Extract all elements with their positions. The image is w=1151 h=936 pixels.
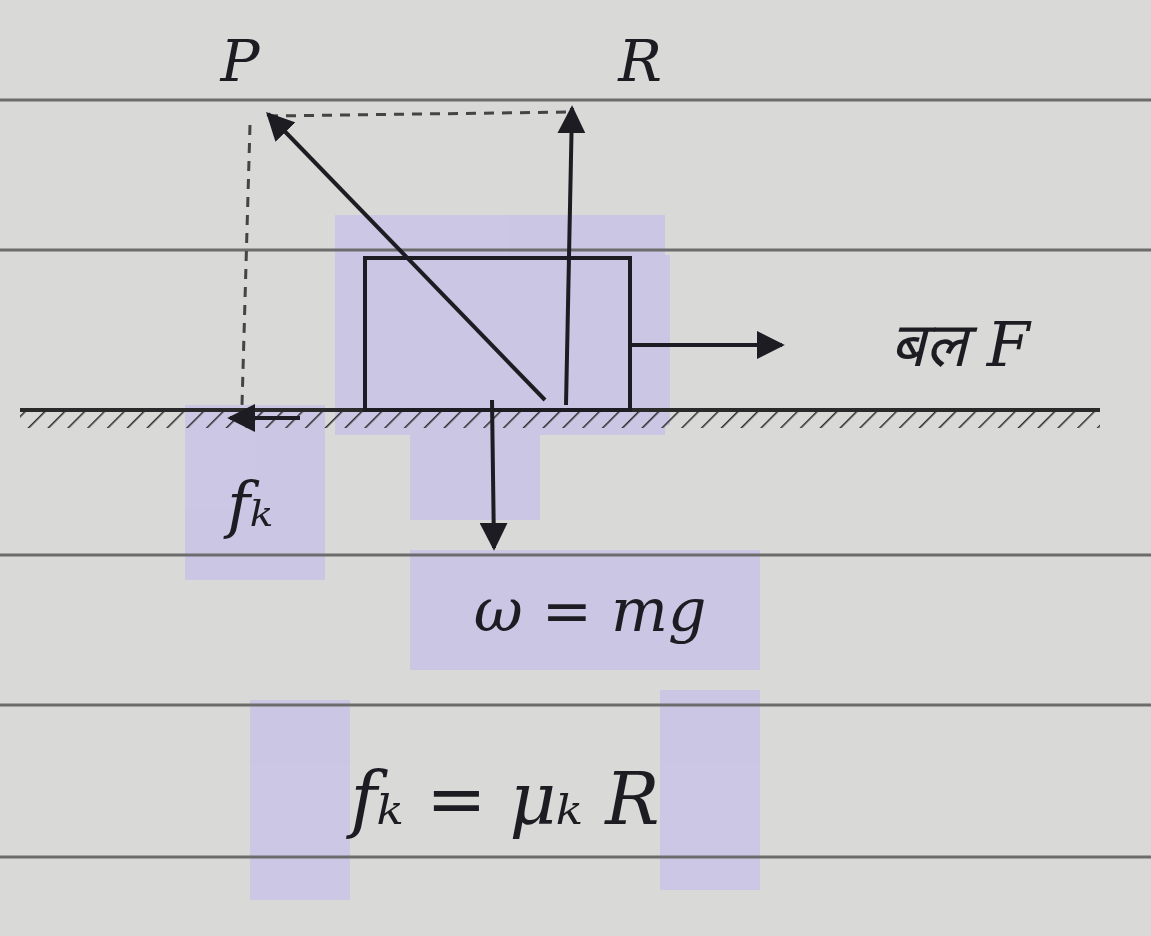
resultant-arrow (268, 114, 545, 400)
dashed-side (268, 112, 572, 116)
block (365, 258, 630, 410)
force-label: P (220, 30, 259, 94)
equation: ω = mg (474, 577, 707, 643)
force-arrows (230, 108, 782, 548)
highlight (185, 215, 760, 900)
ground-hatch (20, 412, 1100, 428)
ruled-lines (0, 100, 1151, 857)
equation: fₖ = μₖ R (350, 760, 659, 839)
dashed-side (242, 125, 250, 405)
force-label: बल F (890, 311, 1030, 379)
force-label: fₖ (227, 471, 273, 539)
weight-arrow (492, 400, 494, 548)
applied-force-arrow (630, 343, 782, 347)
friction-arrow (230, 416, 300, 420)
normal-arrow (566, 108, 572, 405)
force-label: R (618, 30, 662, 94)
